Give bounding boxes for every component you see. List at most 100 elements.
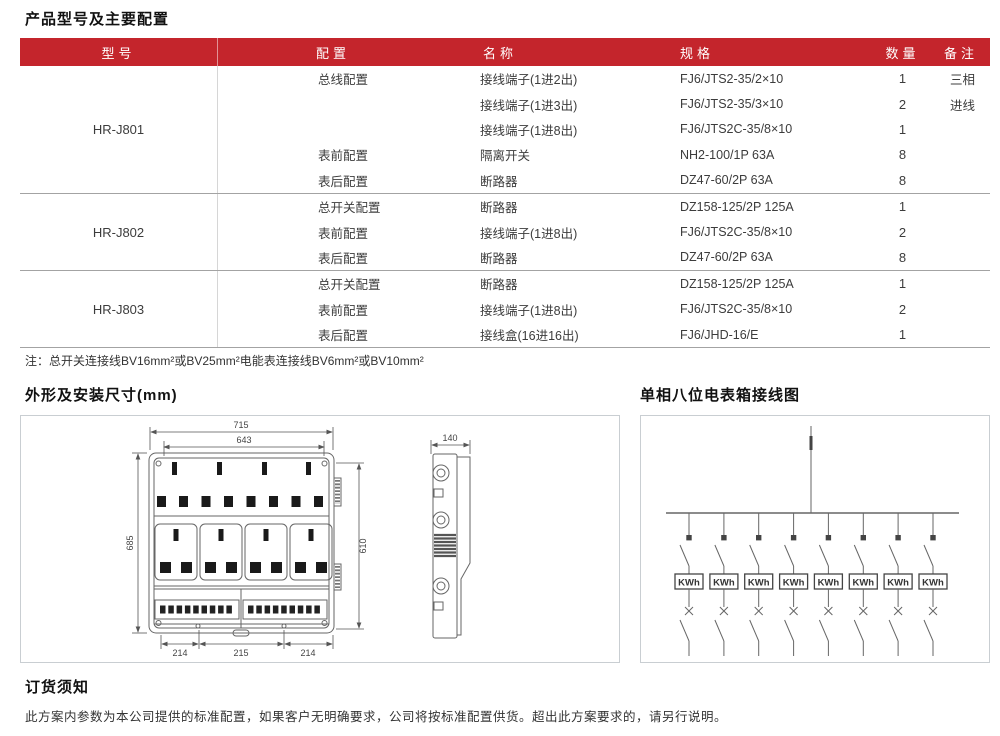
config-cell: 表前配置 — [318, 226, 369, 241]
meter-label: KWh — [748, 578, 770, 589]
dim-height-right: 610 — [358, 538, 368, 553]
meter-branch: KWh — [883, 513, 913, 656]
breaker-switch-symbol — [679, 619, 690, 642]
breaker-switch-symbol — [749, 619, 760, 642]
name-cell: 断路器 — [480, 174, 518, 189]
col-header-remark: 备注 — [944, 45, 979, 61]
table-row: 接线端子(1进8出) FJ6/JTS2C-35/8×10 1 — [218, 117, 990, 142]
isolator-switch-symbol — [784, 544, 795, 567]
name-cell: 接线端子(1进3出) — [480, 98, 578, 113]
breaker-switch-symbol — [818, 619, 829, 642]
dim-bottom-middle: 215 — [233, 648, 248, 658]
spec-cell: FJ6/JTS2C-35/8×10 — [680, 225, 793, 240]
model-cell: HR-J802 — [20, 193, 218, 271]
breaker-switch-symbol — [784, 619, 795, 642]
breaker-switch-symbol — [714, 619, 725, 642]
qty-cell: 2 — [898, 224, 907, 240]
breaker-switch-symbol — [888, 619, 899, 642]
col-header-name: 名称 — [483, 45, 518, 61]
col-header-model: 型号 — [20, 38, 218, 66]
qty-cell: 1 — [898, 327, 907, 343]
meter-label: KWh — [922, 578, 944, 589]
isolator-switch-symbol — [888, 544, 899, 567]
tap-node — [756, 535, 762, 541]
remark-cell: 三相 — [950, 73, 976, 88]
meter-label: KWh — [678, 578, 700, 589]
table-note: 注：总开关连接线BV16mm²或BV25mm²电能表连接线BV6mm²或BV10… — [25, 354, 424, 368]
meter-label: KWh — [713, 578, 735, 589]
spec-cell: NH2-100/1P 63A — [680, 147, 775, 162]
dimensions-panel: 715 643 685 610 214 — [20, 415, 620, 663]
name-cell: 接线盒(16进16出) — [480, 329, 579, 344]
meter-branch: KWh — [848, 513, 878, 656]
config-cell: 表后配置 — [318, 329, 369, 344]
tap-node — [825, 535, 832, 541]
qty-cell: 1 — [898, 276, 907, 292]
qty-cell: 8 — [898, 147, 907, 163]
tap-node — [721, 535, 727, 541]
qty-cell: 1 — [898, 121, 907, 137]
front-view-drawing: 715 643 685 610 214 — [125, 420, 368, 658]
tap-node — [860, 535, 866, 541]
dim-height-left: 685 — [125, 535, 135, 550]
meter-branch: KWh — [709, 513, 739, 656]
config-cell: 表后配置 — [318, 251, 369, 266]
col-header-spec: 规格 — [680, 45, 715, 61]
spec-cell: FJ6/JTS2C-35/8×10 — [680, 122, 793, 137]
meter-label: KWh — [887, 578, 909, 589]
model-cell: HR-J803 — [20, 271, 218, 348]
col-header-config: 配置 — [315, 45, 350, 61]
spec-cell: FJ6/JTS2C-35/8×10 — [680, 302, 793, 317]
spec-cell: FJ6/JTS2-35/2×10 — [680, 71, 784, 86]
qty-cell: 1 — [898, 71, 907, 87]
dimension-drawing: 715 643 685 610 214 — [125, 420, 471, 658]
model-cell: HR-J801 — [20, 66, 218, 193]
dim-width-inner: 643 — [236, 435, 251, 445]
meter-branch: KWh — [813, 513, 844, 656]
meter-branch: KWh — [918, 513, 948, 656]
wiring-panel: KWh KWh — [640, 415, 990, 663]
isolator-switch-symbol — [749, 544, 760, 567]
meter-label: KWh — [852, 578, 874, 589]
config-cell: 总开关配置 — [318, 278, 381, 293]
qty-cell: 8 — [898, 249, 907, 265]
tap-node — [930, 535, 936, 541]
dimensions-section-title: 外形及安装尺寸(mm) — [25, 387, 178, 404]
wiring-section-title: 单相八位电表箱接线图 — [640, 387, 801, 404]
meter-branch: KWh — [744, 513, 774, 656]
meter-branch: KWh — [778, 513, 809, 656]
col-header-qty: 数量 — [885, 45, 920, 61]
dim-bottom-right: 214 — [300, 648, 315, 658]
meter-branch: KWh — [674, 513, 704, 656]
qty-cell: 1 — [898, 199, 907, 215]
meter-label: KWh — [783, 578, 805, 589]
spec-cell: DZ47-60/2P 63A — [680, 173, 773, 188]
name-cell: 接线端子(1进8出) — [480, 123, 578, 138]
table-row: 表前配置 接线端子(1进8出) FJ6/JTS2C-35/8×10 2 — [218, 219, 990, 244]
tap-node — [895, 535, 901, 541]
dim-bottom-left: 214 — [172, 648, 187, 658]
meter-label: KWh — [818, 578, 840, 589]
tap-node — [790, 535, 797, 541]
isolator-switch-symbol — [679, 544, 690, 567]
side-view-drawing: 140 — [430, 433, 471, 639]
order-notes-text: 此方案内参数为本公司提供的标准配置，如果客户无明确要求，公司将按标准配置供货。超… — [25, 710, 728, 724]
order-notes-title: 订货须知 — [25, 679, 90, 696]
tap-node — [686, 535, 692, 541]
dim-depth: 140 — [442, 433, 457, 443]
isolator-switch-symbol — [923, 544, 934, 567]
name-cell: 接线端子(1进8出) — [480, 226, 578, 241]
name-cell: 断路器 — [480, 278, 518, 293]
